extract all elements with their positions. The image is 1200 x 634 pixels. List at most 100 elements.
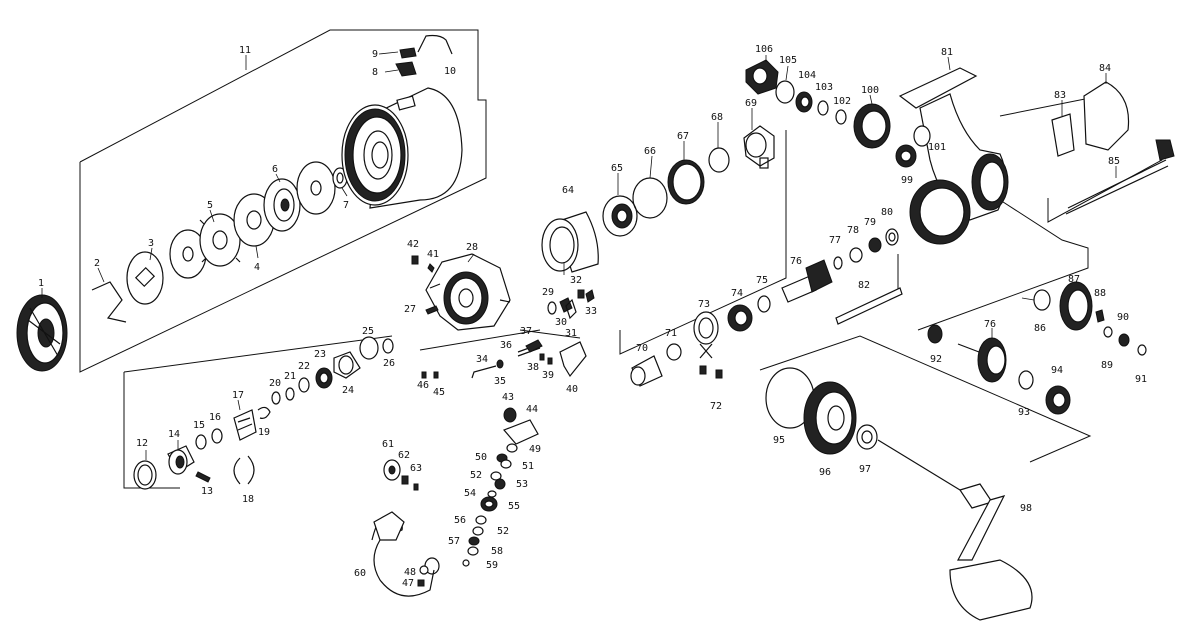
sleeve-70-part	[630, 355, 663, 387]
part-label: 105	[779, 55, 797, 66]
drag-washer-square-part	[126, 251, 164, 305]
washer-29-part	[547, 301, 557, 315]
part-label: 73	[698, 299, 710, 310]
reel-body	[745, 59, 1175, 621]
ring-65-part	[602, 195, 638, 237]
ring-67-part	[667, 159, 705, 205]
screw-42-part	[411, 255, 419, 265]
bearing-79-part	[868, 237, 882, 253]
part-label: 106	[755, 44, 773, 55]
part-label: 61	[382, 439, 394, 450]
part-label: 100	[861, 85, 879, 96]
bearing-92-part	[927, 324, 943, 344]
spring-18-part	[233, 455, 255, 485]
part-label: 80	[881, 207, 893, 218]
part-label: 76	[984, 319, 996, 330]
part-label: 52	[470, 470, 482, 481]
bail-wire-assembly	[371, 459, 440, 597]
part-label: 91	[1135, 374, 1147, 385]
part-label: 35	[494, 376, 506, 387]
part-label: 46	[417, 380, 429, 391]
part-label: 56	[454, 515, 466, 526]
part-label: 27	[404, 304, 416, 315]
handle-cap-96-part	[803, 381, 857, 455]
line-roller-stack	[462, 407, 539, 567]
part-label: 40	[566, 384, 578, 395]
part-label: 41	[427, 249, 439, 260]
washer-26-part	[382, 338, 394, 354]
clip-spring-part	[417, 34, 453, 55]
cover-100-part	[853, 103, 891, 149]
washer-25-part	[359, 336, 379, 360]
body-collar-stack	[541, 125, 899, 387]
washer-49-part	[506, 443, 518, 453]
part-label: 85	[1108, 156, 1120, 167]
part-label: 19	[258, 427, 270, 438]
washer-86-part	[1033, 289, 1051, 311]
part-label: 65	[611, 163, 623, 174]
part-label: 86	[1034, 323, 1046, 334]
bearing-94-part	[1045, 385, 1071, 415]
washer-21-part	[285, 387, 295, 401]
spool-body-part	[341, 87, 463, 209]
part-label: 6	[272, 164, 278, 175]
part-label: 49	[529, 444, 541, 455]
bail-arm-31-part	[565, 298, 577, 320]
part-label: 92	[930, 354, 942, 365]
part-label: 98	[1020, 503, 1032, 514]
washer-35-part	[496, 359, 504, 369]
spring-37-part	[525, 339, 543, 353]
part-label: 15	[193, 420, 205, 431]
rod-82-part	[835, 287, 903, 325]
washer-93-part	[1018, 370, 1034, 390]
group-boundaries	[79, 29, 1163, 489]
bearing-43-part	[503, 407, 517, 423]
part-label: 11	[239, 45, 251, 56]
pinion-gear-76-part	[781, 259, 833, 303]
part-label: 38	[527, 362, 539, 373]
part-label: 83	[1054, 90, 1066, 101]
part-label: 52	[497, 526, 509, 537]
part-label: 79	[864, 217, 876, 228]
washer-90-part	[1118, 333, 1130, 347]
gasket-83-part	[1051, 113, 1075, 157]
drag-knob-part	[16, 294, 68, 372]
part-label: 25	[362, 326, 374, 337]
washer-58-part	[467, 546, 479, 556]
part-label: 23	[314, 349, 326, 360]
part-label: 26	[383, 358, 395, 369]
ring-66-part	[632, 177, 668, 219]
part-label: 29	[542, 287, 554, 298]
part-label: 47	[402, 578, 414, 589]
part-label: 45	[433, 387, 445, 398]
part-label: 17	[232, 390, 244, 401]
screw-91-part	[1137, 344, 1147, 356]
part-label: 4	[254, 262, 260, 273]
part-label: 88	[1094, 288, 1106, 299]
part-label: 57	[448, 536, 460, 547]
washer-15-part	[195, 434, 207, 450]
part-label: 75	[756, 275, 768, 286]
part-label: 72	[710, 401, 722, 412]
washer-52-part	[490, 471, 502, 481]
part-label: 34	[476, 354, 488, 365]
part-label: 95	[773, 435, 785, 446]
part-label: 67	[677, 131, 689, 142]
part-label: 81	[941, 47, 953, 58]
washer-16-part	[211, 428, 223, 444]
screw-63-part	[413, 483, 419, 491]
drive-gear-76b-part	[957, 337, 1007, 383]
part-label: 33	[585, 306, 597, 317]
oscillation-rod-85-part	[1065, 159, 1169, 215]
bail-wire-34-part	[471, 365, 497, 379]
part-label: 93	[1018, 407, 1030, 418]
part-label: 42	[407, 239, 419, 250]
spool-assembly	[16, 34, 463, 372]
roller-30-part	[559, 297, 573, 313]
part-label: 54	[464, 488, 476, 499]
part-label: 3	[148, 238, 154, 249]
part-label: 74	[731, 288, 743, 299]
drag-disc-part	[263, 178, 301, 232]
part-label: 58	[491, 546, 503, 557]
